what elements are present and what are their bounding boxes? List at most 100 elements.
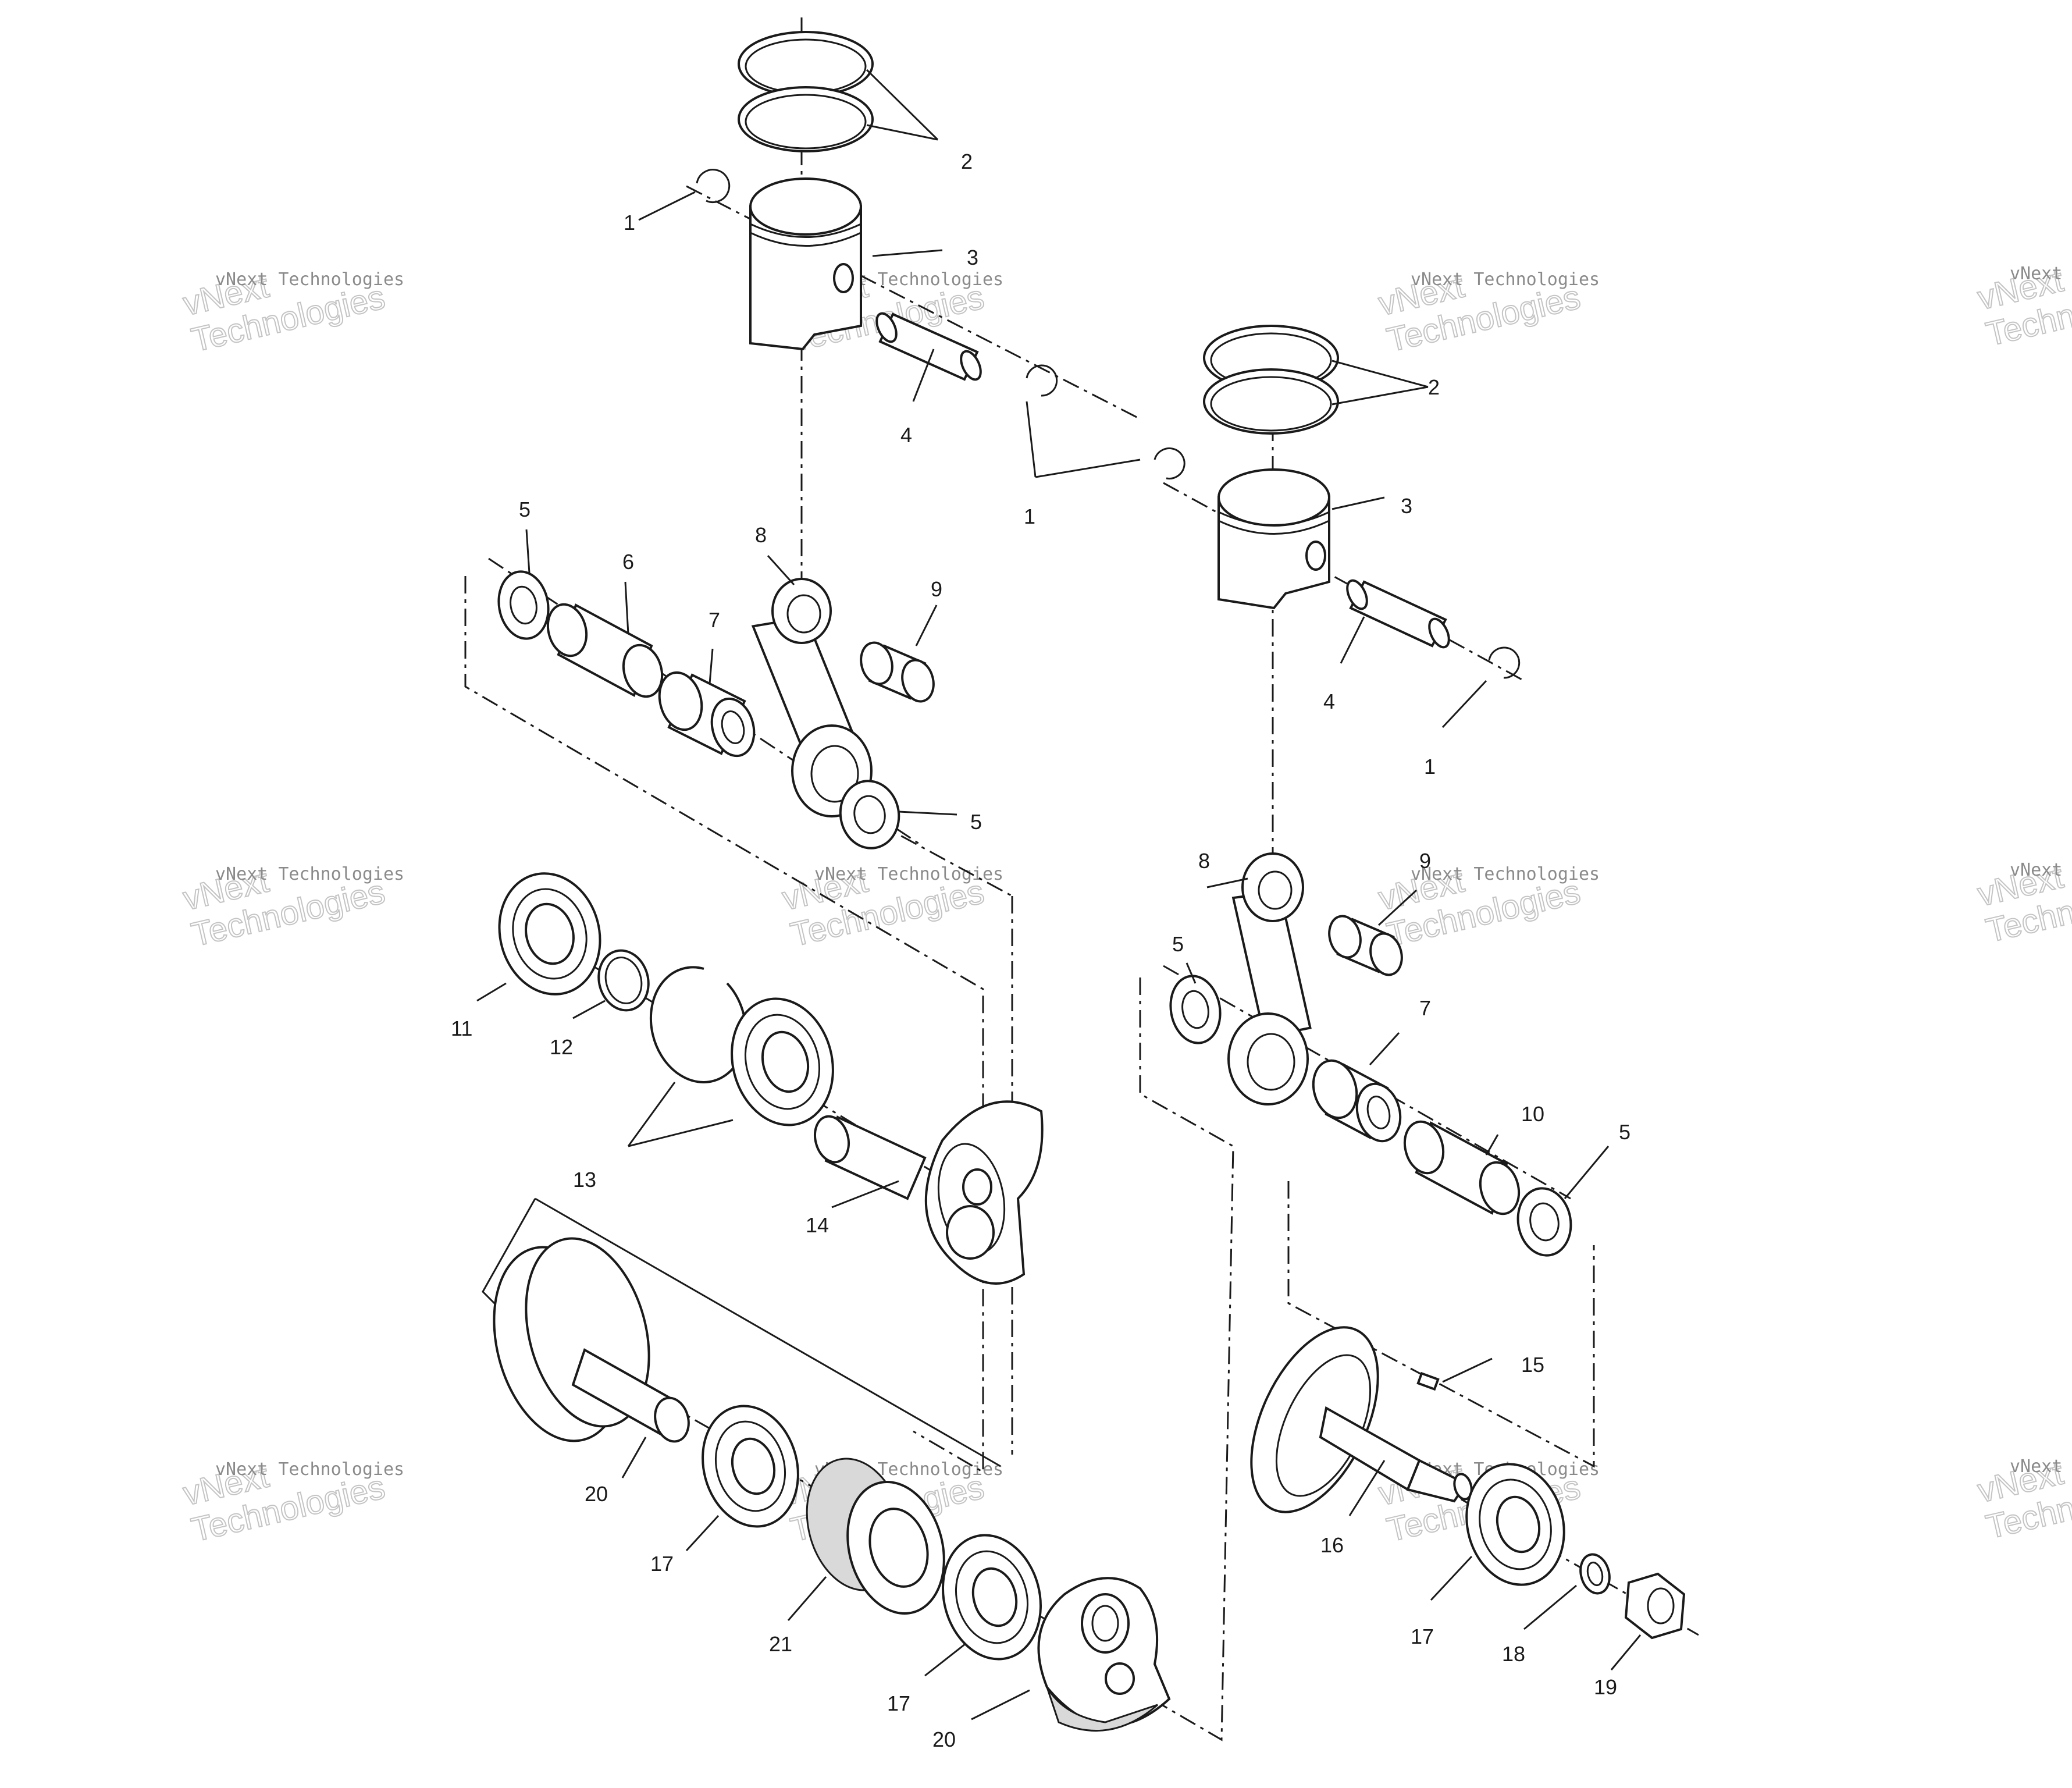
right-washer-right-hole bbox=[1529, 1202, 1560, 1242]
callout-4-left-pin: 4 bbox=[900, 423, 912, 447]
callout-15-key: 15 bbox=[1521, 1353, 1544, 1377]
left-washer-top-hole bbox=[510, 585, 537, 625]
callout-17-center-bearing-b: 17 bbox=[887, 1691, 910, 1715]
lock-washer bbox=[1579, 1553, 1611, 1595]
watermark-big-text: vNextTechnologies bbox=[180, 242, 389, 360]
left-piston-pin-boss bbox=[833, 263, 854, 293]
center-circlip bbox=[1154, 447, 1185, 479]
right-piston-pin-boss bbox=[1305, 541, 1326, 571]
right-washer-left bbox=[1169, 975, 1222, 1044]
center-flywheel bbox=[493, 1237, 690, 1443]
callout-6-left-crankpin: 6 bbox=[622, 550, 634, 574]
left-ring-bottom-inner bbox=[745, 94, 867, 150]
left-connecting-rod bbox=[751, 578, 873, 817]
left-piston-crown bbox=[749, 177, 862, 236]
right-piston-crown bbox=[1217, 468, 1330, 527]
right-crank-group bbox=[1250, 1326, 1686, 1640]
callout-11-main-bearing: 11 bbox=[451, 1016, 472, 1040]
callout-19-nut: 19 bbox=[1594, 1675, 1617, 1699]
labyrinth-seal bbox=[806, 1458, 945, 1615]
left-washer-top bbox=[497, 570, 550, 640]
watermark-big-text: vNextTechnologies bbox=[1375, 242, 1584, 360]
watermark-big-text: vNextTechnologies bbox=[779, 837, 988, 954]
callout-1-left-clip: 1 bbox=[624, 211, 635, 234]
watermark-small-text: vNext Technologies bbox=[1411, 269, 1600, 290]
callout-20-center-flywheel: 20 bbox=[585, 1482, 608, 1506]
watermark-big-text: vNextTechnologies bbox=[1375, 837, 1584, 954]
watermark-small-text: vNext T bbox=[2010, 1456, 2072, 1477]
right-rod-group bbox=[1169, 852, 1572, 1257]
callout-17-right-bearing: 17 bbox=[1411, 1625, 1434, 1648]
nut bbox=[1624, 1572, 1686, 1640]
center-bearing-a bbox=[702, 1405, 799, 1528]
bracket-right-crank bbox=[1139, 977, 1234, 1741]
callout-9-left-small-end: 9 bbox=[931, 577, 942, 601]
callout-5-left-washer-top: 5 bbox=[519, 497, 531, 521]
callout-12-shim: 12 bbox=[550, 1035, 573, 1059]
watermark-small-text: vNext Technologies bbox=[215, 1459, 404, 1480]
right-circlip bbox=[1488, 646, 1521, 679]
watermark-small-text: vNext Technologies bbox=[814, 864, 1003, 884]
right-connecting-rod bbox=[1227, 852, 1312, 1105]
watermark: vNextTechnologies vNext Technologies bbox=[1375, 242, 1600, 360]
center-crank-group bbox=[482, 1197, 1171, 1732]
center-web bbox=[1037, 1577, 1171, 1732]
callout-8-left-rod: 8 bbox=[755, 523, 767, 547]
axis-left-pin bbox=[686, 185, 1141, 420]
left-piston-group bbox=[696, 31, 1058, 397]
left-crankpin bbox=[546, 603, 664, 698]
right-piston-pin bbox=[1346, 579, 1450, 649]
callout-4-right-pin: 4 bbox=[1323, 689, 1335, 713]
left-circlip-1 bbox=[696, 169, 731, 204]
callout-2-left-rings: 2 bbox=[961, 150, 973, 173]
left-rod-group bbox=[497, 570, 935, 849]
right-ring-bottom-inner bbox=[1210, 376, 1332, 432]
callout-9-right-small-end: 9 bbox=[1419, 849, 1431, 873]
callout-21-labyrinth-seal: 21 bbox=[769, 1632, 792, 1656]
crank-half-right bbox=[1250, 1326, 1473, 1513]
callout-5-right-washer-left: 5 bbox=[1172, 932, 1184, 956]
right-ring-bottom bbox=[1203, 368, 1339, 435]
watermark-big-text: vNextTechnologies bbox=[180, 1432, 389, 1549]
leader-lines bbox=[476, 69, 1642, 1721]
bracket-right-crank-2 bbox=[1287, 1181, 1595, 1468]
callout-3-right-piston: 3 bbox=[1401, 494, 1412, 518]
watermark-big-text: vNextTechn bbox=[1974, 856, 2072, 950]
watermark: vNextTechnologies vNext Technologies bbox=[179, 1432, 404, 1549]
left-main-bearing bbox=[498, 872, 601, 996]
callout-8-right-rod: 8 bbox=[1198, 849, 1210, 873]
watermark-big-text: vNextTechnologies bbox=[180, 837, 389, 954]
callout-5-left-washer-bottom: 5 bbox=[970, 810, 982, 834]
right-crankpin bbox=[1403, 1120, 1521, 1215]
center-bearing-b bbox=[942, 1534, 1042, 1661]
right-washer-left-hole bbox=[1181, 990, 1209, 1029]
watermark-layer: vNextTechnologies vNext Technologies vNe… bbox=[179, 242, 2072, 1549]
callout-3-left-piston: 3 bbox=[967, 246, 978, 269]
left-washer-bottom bbox=[839, 780, 900, 849]
key bbox=[1416, 1371, 1440, 1391]
watermark: vNextTechn vNext T bbox=[1974, 856, 2072, 950]
right-main-bearing bbox=[1465, 1463, 1565, 1586]
watermark: vNextTechnologies vNext Technologies bbox=[179, 837, 404, 954]
left-main-group bbox=[498, 872, 1044, 1285]
callout-18-lock-washer: 18 bbox=[1502, 1642, 1525, 1666]
callout-5-right-washer-right: 5 bbox=[1619, 1120, 1630, 1144]
callout-10-right-crankpin: 10 bbox=[1521, 1102, 1544, 1126]
right-small-end-bearing bbox=[1328, 915, 1403, 976]
bracket-left-crank bbox=[464, 576, 984, 1474]
watermark: vNextTechn vNext T bbox=[1974, 260, 2072, 354]
watermark-small-text: vNext Technologies bbox=[1411, 864, 1600, 884]
watermark-small-text: vNext T bbox=[2010, 264, 2072, 284]
callout-1-right-clip: 1 bbox=[1424, 755, 1436, 779]
watermark: vNextTechnologies vNext Technologies bbox=[179, 242, 404, 360]
left-circlip-2 bbox=[1026, 364, 1058, 397]
watermark: vNextTechnologies vNext Technologies bbox=[1375, 837, 1600, 954]
left-ring-bottom bbox=[738, 86, 874, 152]
watermark-small-text: vNext T bbox=[2010, 860, 2072, 880]
crank-half-left bbox=[814, 1100, 1044, 1285]
left-piston-groove bbox=[750, 223, 861, 238]
watermark-small-text: vNext Technologies bbox=[215, 864, 404, 884]
watermark-small-text: vNext Technologies bbox=[215, 269, 404, 290]
callout-14-crank-half-left: 14 bbox=[806, 1213, 829, 1237]
